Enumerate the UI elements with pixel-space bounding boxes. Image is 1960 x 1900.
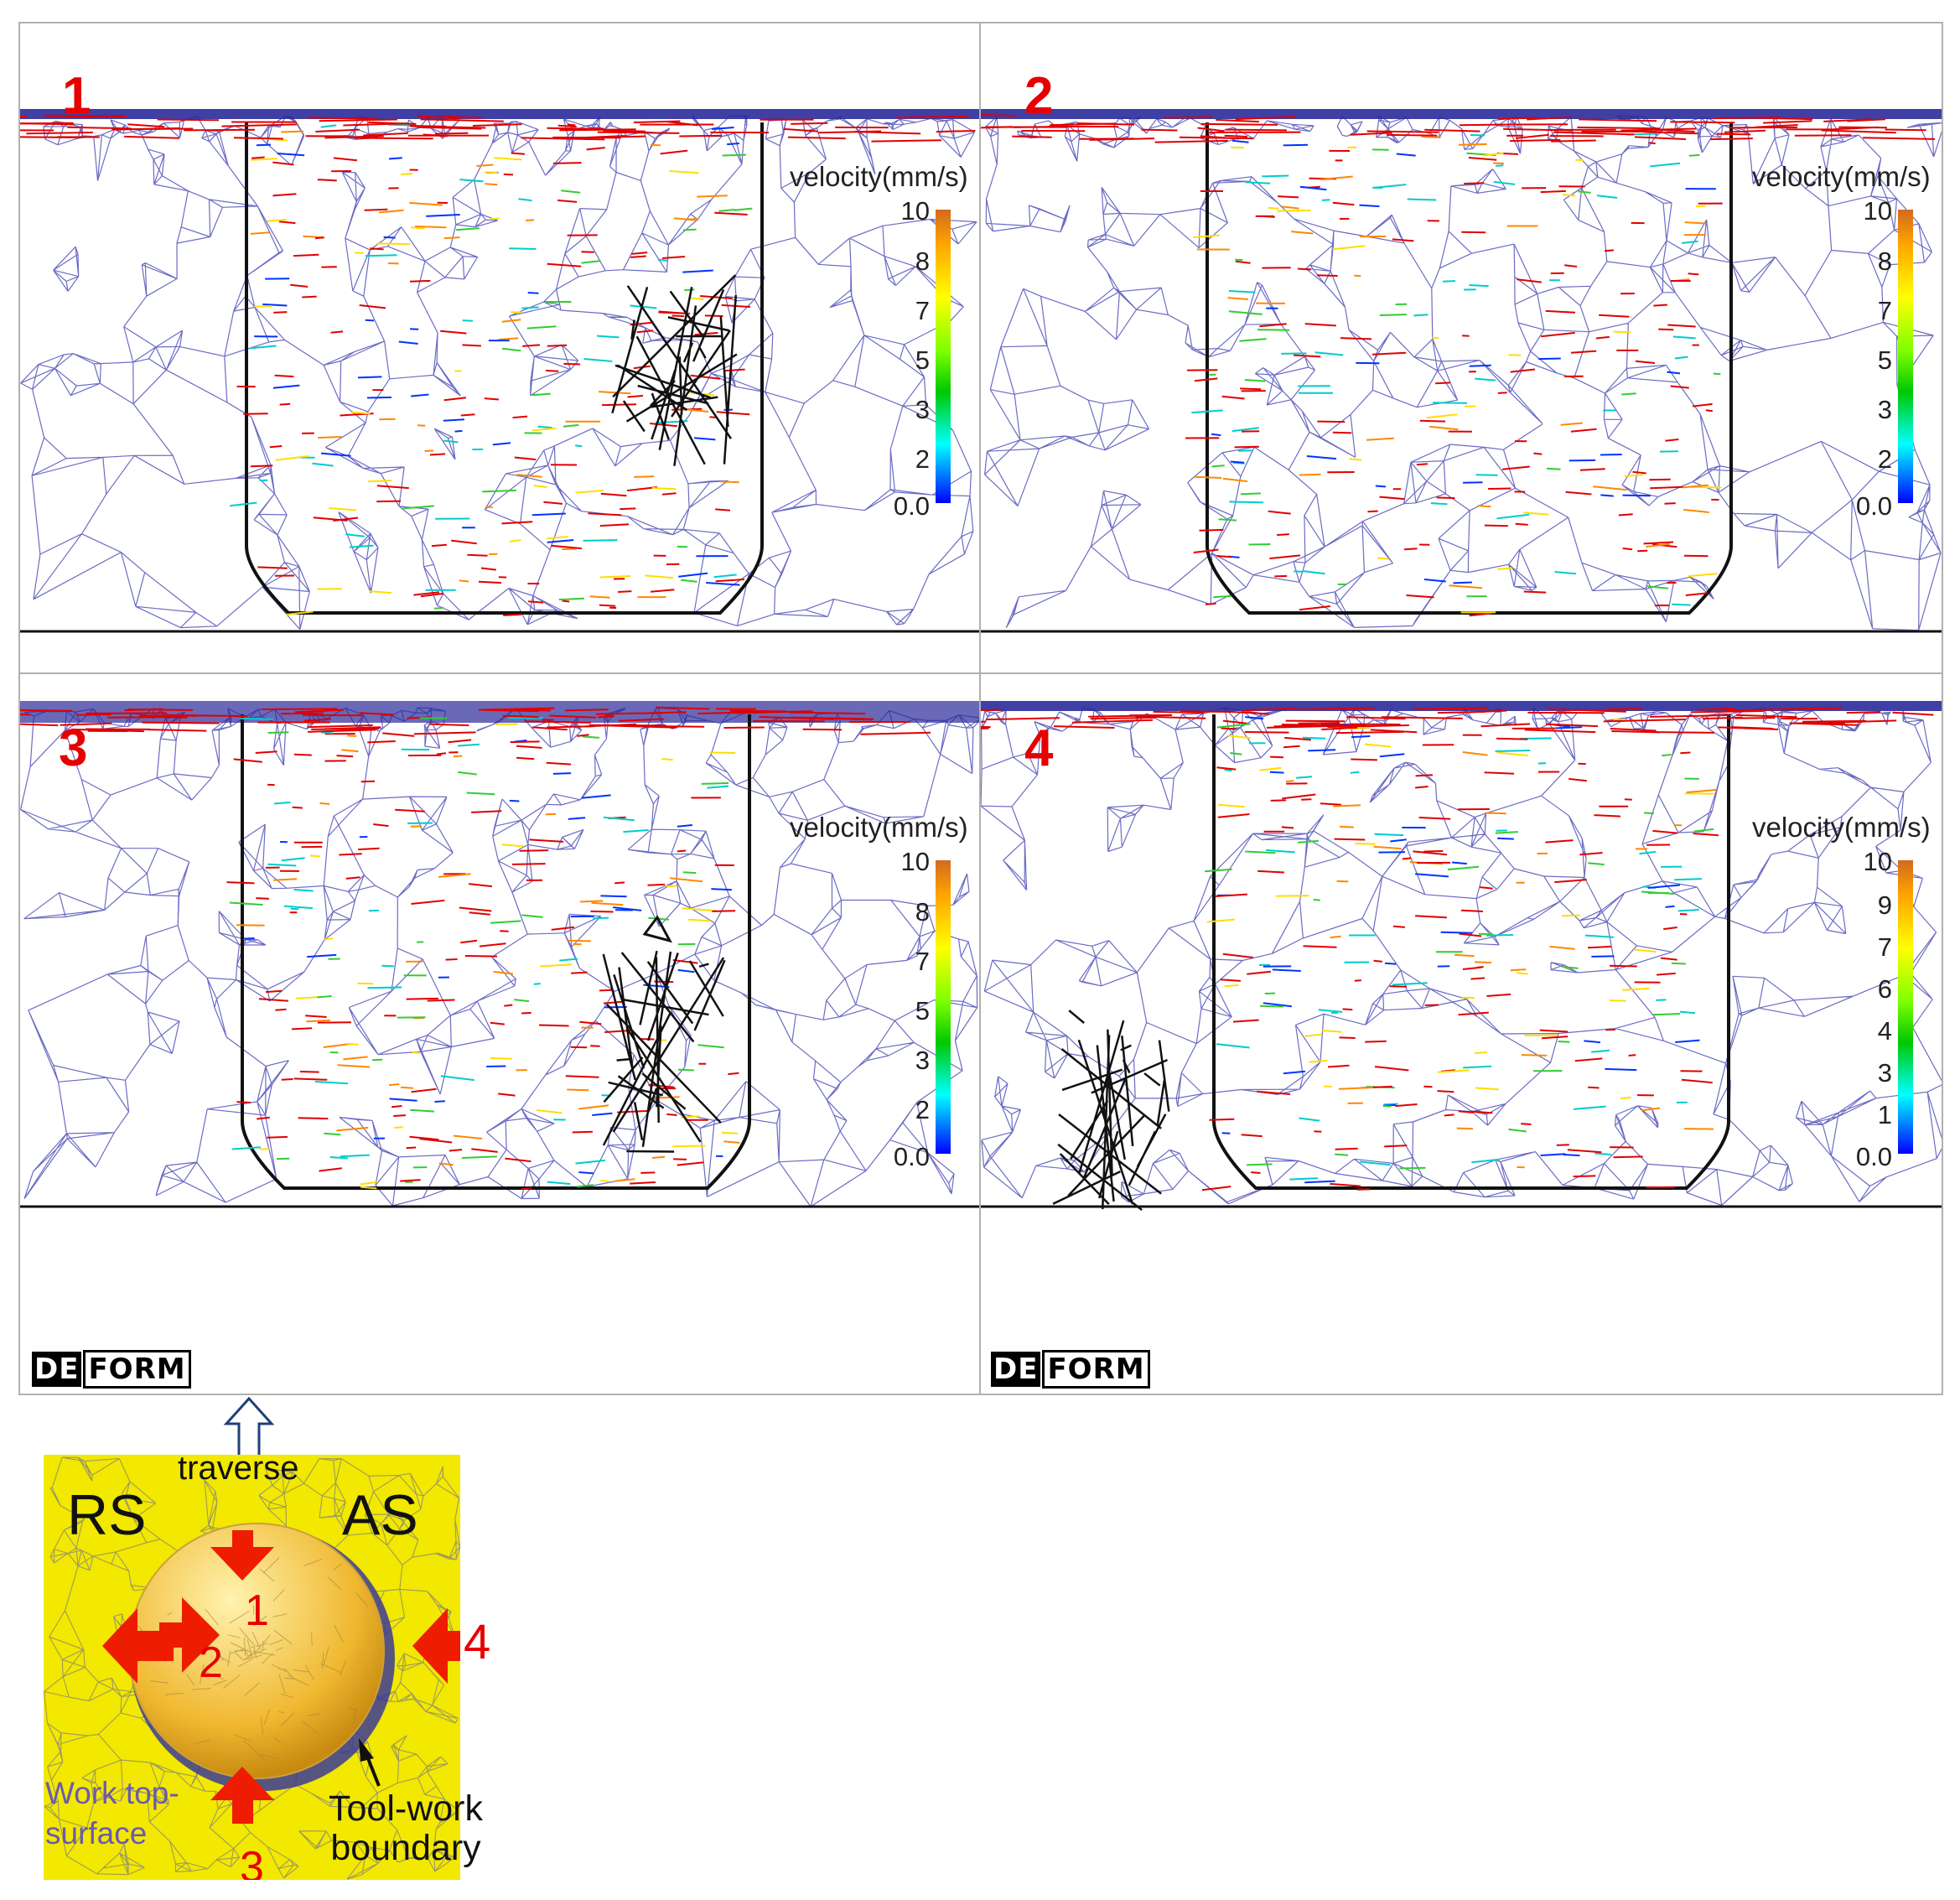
legend-tick: 10 <box>1863 847 1892 876</box>
panel-1: 1 velocity(mm/s) 10 8 7 5 3 2 0.0 <box>18 22 981 674</box>
velocity-mesh-plot <box>20 701 979 1208</box>
legend-tick: 8 <box>1877 247 1892 276</box>
velocity-mesh-plot <box>981 701 1942 1212</box>
panel-2: 2 velocity(mm/s) 10 8 7 5 3 2 0.0 <box>979 22 1943 674</box>
legend-tick: 0.0 <box>893 491 930 521</box>
traverse-label: traverse <box>178 1455 299 1487</box>
velocity-mesh-plot <box>20 109 979 633</box>
velocity-colorbar <box>936 860 951 1154</box>
legend-tick: 1 <box>1877 1100 1892 1129</box>
panel-number: 1 <box>62 67 91 125</box>
legend-tick: 2 <box>915 1095 930 1124</box>
velocity-colorbar <box>1898 210 1913 503</box>
velocity-colorbar <box>936 210 951 503</box>
legend-tick: 8 <box>915 247 930 276</box>
legend-tick: 3 <box>1877 1058 1892 1088</box>
work-top-surface-label: Work top-surface <box>45 1776 179 1851</box>
velocity-colorbar <box>1898 860 1913 1154</box>
legend-tick: 6 <box>1877 974 1892 1004</box>
arrow-2-label: 2 <box>199 1638 223 1687</box>
legend-tick: 0.0 <box>1855 491 1892 521</box>
legend-tick: 0.0 <box>893 1142 930 1171</box>
legend-tick: 2 <box>915 444 930 474</box>
legend-tick: 5 <box>915 996 930 1025</box>
velocity-mesh-plot <box>981 109 1942 633</box>
legend-title: velocity(mm/s) <box>790 812 968 843</box>
legend-tick: 10 <box>900 196 930 226</box>
legend-tick: 7 <box>915 947 930 976</box>
arrow-1-label: 1 <box>245 1586 269 1635</box>
panel-number: 3 <box>59 719 88 777</box>
arrow-4-text: 4 <box>464 1615 491 1669</box>
legend-tick: 3 <box>915 395 930 424</box>
legend-tick: 5 <box>1877 345 1892 375</box>
panel-number: 2 <box>1024 67 1054 125</box>
legend-tick: 10 <box>900 847 930 876</box>
legend-tick: 9 <box>1877 890 1892 920</box>
panel-number: 4 <box>1024 719 1054 777</box>
legend-tick: 2 <box>1877 444 1892 474</box>
as-label: AS <box>342 1483 418 1547</box>
legend-tick: 3 <box>1877 395 1892 424</box>
legend-title: velocity(mm/s) <box>1752 812 1931 843</box>
legend-tick: 10 <box>1863 196 1892 226</box>
legend-title: velocity(mm/s) <box>1752 161 1931 192</box>
legend-tick: 8 <box>915 897 930 927</box>
rs-label: RS <box>67 1483 147 1547</box>
legend-title: velocity(mm/s) <box>790 161 968 192</box>
legend-tick: 7 <box>1877 296 1892 325</box>
legend-tick: 7 <box>915 296 930 325</box>
inset-mesh <box>44 1456 460 1880</box>
arrow-3-label: 3 <box>240 1843 264 1880</box>
legend-tick: 4 <box>1877 1016 1892 1046</box>
tool-position-inset: traverse RS AS 1 2 3 4 Work top-surface <box>44 1455 460 1880</box>
legend-tick: 0.0 <box>1855 1142 1892 1171</box>
legend-tick: 5 <box>915 345 930 375</box>
legend-tick: 7 <box>1877 932 1892 962</box>
legend-tick: 3 <box>915 1046 930 1075</box>
